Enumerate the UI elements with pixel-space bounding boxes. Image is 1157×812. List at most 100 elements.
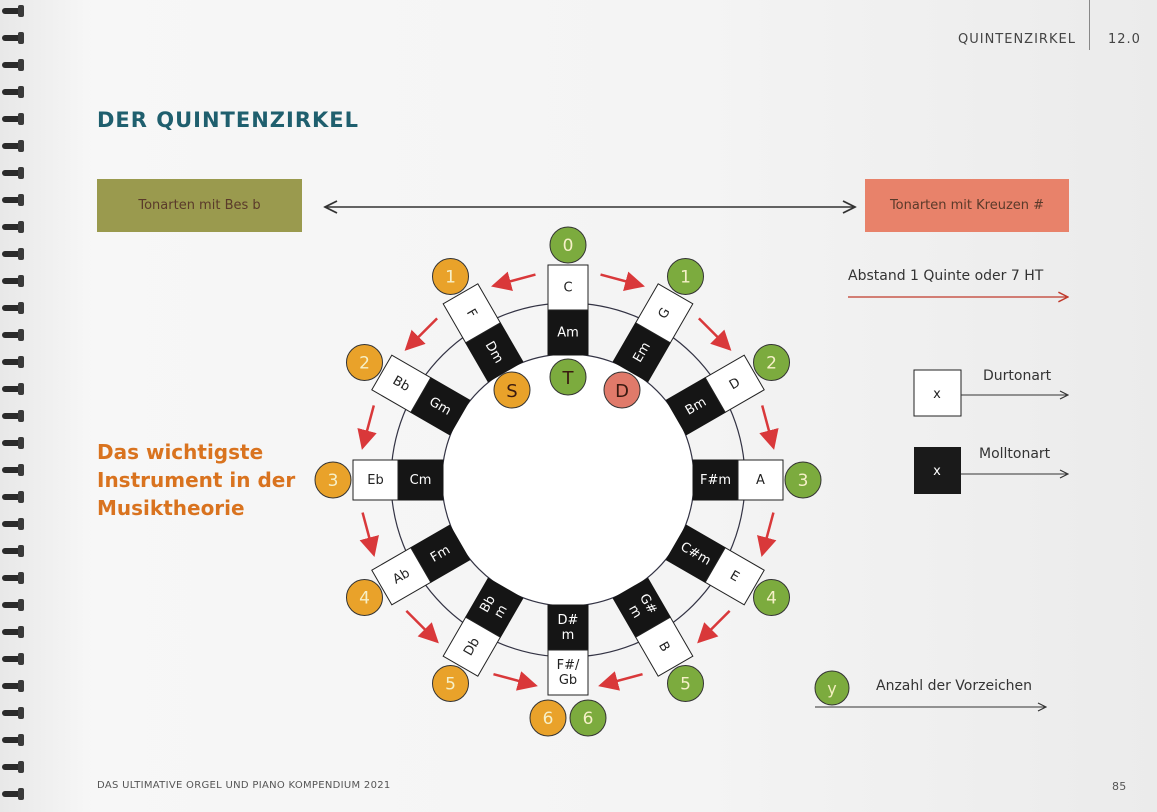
major-key-label-line: Gb (559, 673, 577, 688)
major-key-label: A (756, 473, 765, 488)
major-key-box (634, 283, 694, 344)
accidental-count: 5 (445, 675, 456, 695)
major-key-label: Ab (390, 566, 412, 588)
binding-coil-end (18, 221, 24, 233)
binding-coil-end (18, 518, 24, 530)
fifth-step-arrow (493, 671, 538, 691)
minor-key-label: Am (557, 326, 579, 341)
minor-key-label-line: Bb (477, 593, 499, 615)
binding-coil-end (18, 680, 24, 692)
major-key-box (442, 616, 502, 677)
major-key-box (547, 264, 589, 311)
fifth-step-arrow (759, 405, 779, 450)
binding-coil-end (18, 248, 24, 260)
binding-coil-end (18, 356, 24, 368)
binding-coil-end (18, 140, 24, 152)
binding-coil-end (18, 626, 24, 638)
fifth-step-arrow (491, 271, 536, 291)
header-chapter: 12.0 (1108, 32, 1141, 47)
accidental-count-badge (784, 461, 822, 499)
binding-coil-end (18, 167, 24, 179)
major-key-swatch (913, 369, 962, 417)
header-divider (1089, 0, 1090, 50)
minor-swatch-symbol: x (933, 464, 941, 479)
accidental-count-badge (549, 226, 587, 264)
accidental-count: 4 (766, 589, 777, 609)
binding-coil-end (18, 491, 24, 503)
major-swatch-symbol: x (933, 387, 941, 402)
major-key-box (442, 283, 502, 344)
minor-key-box (547, 309, 589, 356)
accidental-count: 2 (359, 354, 370, 374)
binding-coil-end (18, 599, 24, 611)
fifth-step-arrow (698, 317, 732, 351)
fifth-step-arrow (404, 317, 438, 351)
fifth-step-arrow (359, 512, 379, 557)
accidental-count: 3 (328, 471, 339, 491)
accidental-count-badge (314, 461, 352, 499)
key-pair: G#mB5 (612, 577, 704, 703)
major-key-label-line: C (563, 281, 572, 296)
fifth-step-arrow (598, 671, 643, 691)
major-legend-label: Durtonart (983, 368, 1052, 384)
major-key-box (634, 616, 694, 677)
binding-coil-end (18, 734, 24, 746)
accidental-count: 6 (543, 709, 554, 729)
accidental-count-badge (569, 699, 607, 737)
major-key-label-line: Eb (367, 473, 383, 488)
harmonic-function-badge (493, 371, 531, 409)
accidental-count-badge (345, 344, 383, 381)
harmonic-function-label: S (506, 381, 517, 402)
major-key-label-line: Ab (390, 566, 412, 588)
major-key-box (547, 649, 589, 696)
spiral-binding (2, 5, 24, 800)
side-text-line: Das wichtigste (97, 440, 264, 464)
minor-key-label-line: Cm (410, 473, 432, 488)
major-key-label: Bb (390, 373, 412, 395)
sharp-keys-label: Tonarten mit Kreuzen # (865, 179, 1069, 232)
side-text: Das wichtigste Instrument in der Musikth… (97, 438, 295, 522)
flat-keys-label: Tonarten mit Bes b (97, 179, 302, 232)
minor-key-label: Cm (410, 473, 432, 488)
minor-key-label-line: F#m (700, 473, 731, 488)
minor-key-label: G#m (623, 591, 659, 624)
header-section: QUINTENZIRKEL (958, 32, 1076, 47)
harmonic-function-badge (549, 358, 587, 396)
major-key-box (704, 354, 765, 414)
key-pair: Cm Eb 3 (314, 459, 444, 501)
binding-coil-end (18, 113, 24, 125)
accidental-count: 2 (766, 354, 777, 374)
side-text-line: Musiktheorie (97, 496, 245, 520)
side-text-line: Instrument in der (97, 468, 296, 492)
count-badge-symbol: y (827, 679, 836, 698)
major-key-box (704, 546, 765, 606)
binding-coil-end (18, 275, 24, 287)
fifth-step-arrow (600, 271, 645, 291)
major-key-label: C (563, 281, 572, 296)
binding-coil-end (18, 5, 24, 17)
binding-coil-end (18, 86, 24, 98)
binding-coil-end (18, 194, 24, 206)
count-legend-label: Anzahl der Vorzeichen (876, 678, 1033, 694)
major-key-box (737, 459, 784, 501)
accidental-count: 1 (680, 267, 691, 287)
binding-coil-end (18, 761, 24, 773)
count-badge-legend (814, 670, 850, 706)
fifth-step-arrow (357, 405, 377, 450)
page-title: DER QUINTENZIRKEL (97, 108, 360, 132)
harmonic-function-label: T (562, 368, 575, 389)
minor-key-label: D#m (558, 613, 579, 643)
key-pair: C#mE4 (665, 524, 791, 616)
fifth-step-arrow (757, 512, 777, 557)
fifth-legend-label: Abstand 1 Quinte oder 7 HT (848, 268, 1044, 284)
accidental-count-badge (529, 699, 567, 737)
minor-legend-label: Molltonart (979, 446, 1051, 462)
fifth-step-arrow (405, 610, 439, 644)
major-key-label-line: F#/ (557, 658, 580, 673)
major-key-label-line: Bb (390, 373, 412, 395)
